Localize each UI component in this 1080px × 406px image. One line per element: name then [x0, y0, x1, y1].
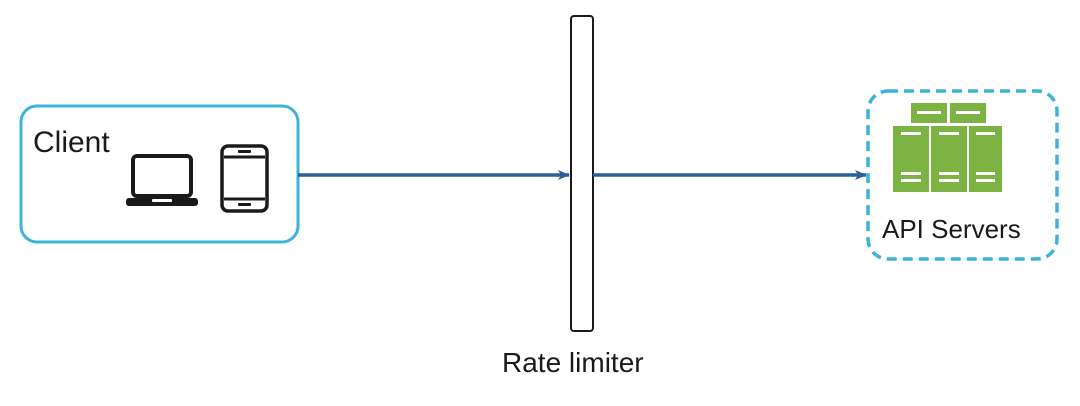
server-rack-icon — [891, 103, 1003, 194]
phone-icon — [220, 144, 269, 213]
laptop-icon — [126, 154, 198, 206]
rate-limiter-label: Rate limiter — [502, 347, 644, 378]
api-servers-label: API Servers — [882, 214, 1021, 244]
client-label: Client — [33, 126, 110, 159]
rate-limiter-bar[interactable] — [570, 15, 594, 332]
